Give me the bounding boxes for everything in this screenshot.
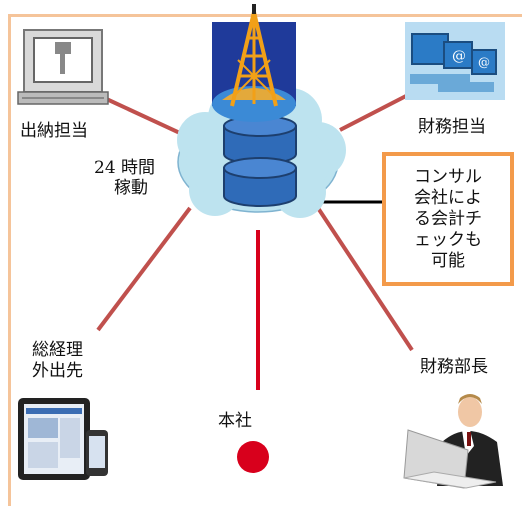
database-icon — [223, 115, 297, 207]
label-operation: 稼動 — [114, 178, 148, 198]
label-24-hours: 24 時間 — [94, 158, 156, 178]
red-dot-icon — [237, 441, 269, 473]
connector-general-affairs — [96, 206, 192, 332]
desktop-computers-icon: @ @ — [405, 22, 505, 100]
connector-finance-manager — [316, 206, 414, 352]
label-consultant: コンサル会社による会計チェックも可能 — [414, 166, 482, 271]
svg-text:@: @ — [478, 55, 490, 69]
label-general-affairs-2: 外出先 — [32, 361, 83, 381]
businessman-laptop-icon — [403, 394, 503, 489]
label-finance-manager: 財務部長 — [420, 357, 488, 377]
svg-text:@: @ — [452, 48, 466, 64]
terminal-computer-icon — [17, 29, 109, 105]
tablet-phone-icon — [18, 398, 108, 480]
label-general-affairs-1: 総経理 — [32, 340, 83, 360]
label-finance: 財務担当 — [418, 117, 486, 137]
label-head-office: 本社 — [218, 411, 252, 431]
frame-left-border — [8, 14, 11, 506]
consultant-box: コンサル会社による会計チェックも可能 — [382, 152, 514, 286]
frame-top-border — [8, 14, 522, 17]
label-cashier: 出納担当 — [20, 121, 88, 141]
connector-finance — [339, 94, 407, 132]
communication-tower-icon — [212, 4, 296, 122]
